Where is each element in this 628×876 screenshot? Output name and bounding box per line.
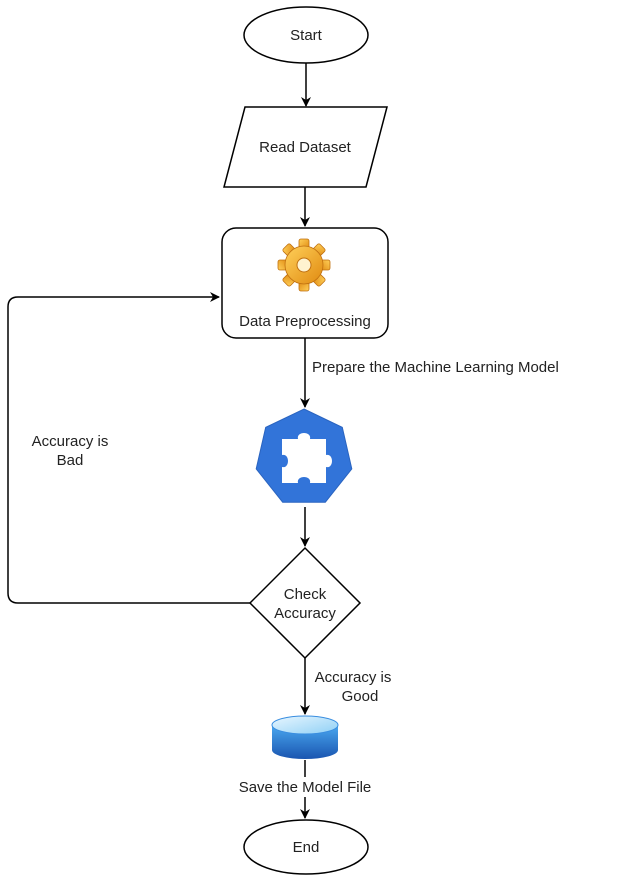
check-label-line2: Accuracy	[274, 605, 336, 622]
bad-label-bg	[20, 428, 122, 472]
preprocessing-node: Data Preprocessing	[221, 227, 389, 339]
preprocessing-label: Data Preprocessing	[239, 313, 371, 330]
connector-loop-bad	[7, 292, 250, 604]
read-dataset-label: Read Dataset	[259, 139, 352, 156]
save-model-label: Save the Model File	[239, 779, 372, 796]
good-label-line2: Good	[342, 688, 379, 705]
good-label-line1: Accuracy is	[315, 669, 392, 686]
save-label-bg	[230, 777, 382, 797]
puzzle-piece-icon	[255, 408, 353, 503]
start-node: Start	[243, 6, 369, 64]
gear-icon	[277, 238, 331, 292]
check-label-line1: Check	[284, 586, 327, 603]
read-dataset-node: Read Dataset	[223, 106, 388, 188]
bad-label-line2: Bad	[57, 452, 84, 469]
check-accuracy-node: Check Accuracy	[248, 546, 362, 660]
database-icon	[271, 715, 339, 759]
start-label: Start	[290, 27, 323, 44]
end-node: End	[243, 819, 369, 875]
prepare-model-label: Prepare the Machine Learning Model	[312, 359, 559, 376]
end-label: End	[293, 839, 320, 856]
bad-label-line1: Accuracy is	[32, 433, 109, 450]
